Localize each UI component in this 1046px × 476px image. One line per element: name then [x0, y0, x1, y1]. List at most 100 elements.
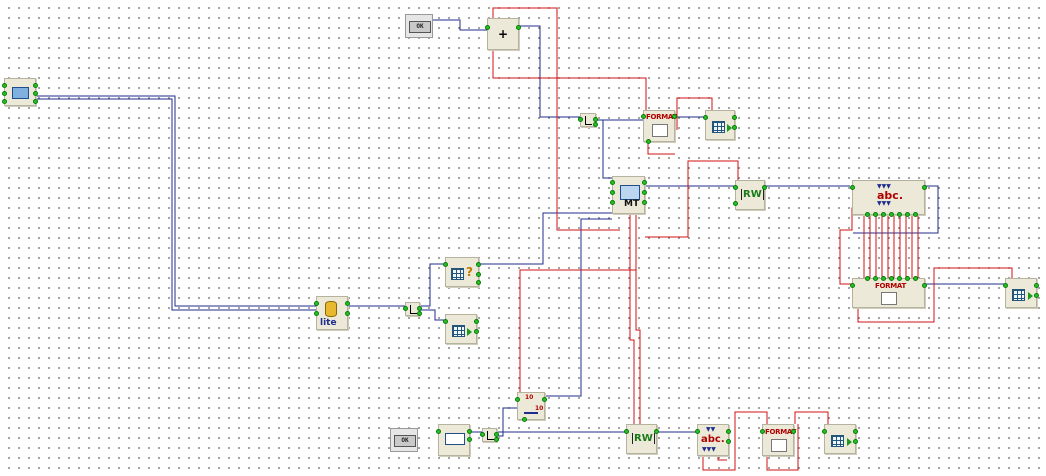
connection-port[interactable] [314, 301, 319, 306]
connection-port[interactable] [417, 306, 422, 311]
connection-port[interactable] [1034, 293, 1039, 298]
connection-port[interactable] [881, 212, 886, 217]
connection-port[interactable] [726, 439, 731, 444]
table-output-bottom[interactable] [822, 424, 858, 454]
connection-port[interactable] [695, 429, 700, 434]
table-output-top[interactable] [703, 110, 737, 140]
connection-port[interactable] [1003, 283, 1008, 288]
connection-port[interactable] [733, 185, 738, 190]
connection-port[interactable] [2, 91, 7, 96]
connection-port[interactable] [516, 25, 521, 30]
multi-table-node[interactable]: MT [610, 176, 647, 214]
connection-port[interactable] [593, 122, 598, 127]
abc-node-bottom[interactable]: ▼▼ abc. ▼▼▼ [695, 424, 731, 456]
query-node[interactable]: ? [443, 257, 481, 287]
connection-port[interactable] [480, 432, 485, 437]
connection-port[interactable] [642, 190, 647, 195]
connection-port[interactable] [897, 276, 902, 281]
connection-port[interactable] [314, 311, 319, 316]
connection-port[interactable] [913, 276, 918, 281]
connection-port[interactable] [646, 139, 651, 144]
connection-port[interactable] [853, 439, 858, 444]
connection-port[interactable] [578, 117, 583, 122]
split-node-mid[interactable] [403, 302, 422, 316]
connection-port[interactable] [791, 429, 796, 434]
connection-port[interactable] [467, 429, 472, 434]
connection-port[interactable] [913, 212, 918, 217]
connection-port[interactable] [922, 283, 927, 288]
window-node[interactable] [2, 78, 38, 106]
connection-port[interactable] [654, 429, 659, 434]
ok-button-bottom[interactable]: OK [390, 428, 418, 452]
connection-port[interactable] [2, 99, 7, 104]
connection-port[interactable] [642, 200, 647, 205]
connection-port[interactable] [641, 114, 646, 119]
connection-port[interactable] [703, 115, 708, 120]
connection-port[interactable] [494, 432, 499, 437]
sqlite-node[interactable]: lite [314, 296, 350, 330]
connection-port[interactable] [522, 417, 527, 422]
connection-port[interactable] [672, 114, 677, 119]
table-output-mid[interactable] [443, 314, 479, 344]
connection-port[interactable] [642, 180, 647, 185]
connection-port[interactable] [865, 212, 870, 217]
split-node-top[interactable] [578, 113, 598, 127]
rw-node-bottom[interactable]: RW [624, 424, 659, 454]
connection-port[interactable] [474, 319, 479, 324]
connection-port[interactable] [345, 301, 350, 306]
connection-port[interactable] [760, 429, 765, 434]
connection-port[interactable] [889, 276, 894, 281]
connection-port[interactable] [476, 262, 481, 267]
connection-port[interactable] [624, 429, 629, 434]
connection-port[interactable] [726, 429, 731, 434]
connection-port[interactable] [33, 83, 38, 88]
ok-button-top[interactable]: OK [405, 14, 433, 38]
connection-port[interactable] [345, 311, 350, 316]
connection-port[interactable] [610, 180, 615, 185]
format-node-right[interactable]: FORMAT [850, 276, 927, 308]
connection-port[interactable] [853, 429, 858, 434]
connection-port[interactable] [850, 283, 855, 288]
connection-port[interactable] [732, 125, 737, 130]
connection-port[interactable] [873, 276, 878, 281]
connection-port[interactable] [610, 190, 615, 195]
connection-port[interactable] [542, 397, 547, 402]
connection-port[interactable] [1034, 283, 1039, 288]
connection-port[interactable] [762, 185, 767, 190]
range-node[interactable]: 10 10 [515, 392, 547, 422]
connection-port[interactable] [494, 437, 499, 442]
connection-port[interactable] [485, 25, 490, 30]
format-node-top[interactable]: FORMAT [641, 110, 677, 144]
connection-port[interactable] [443, 319, 448, 324]
table-output-right[interactable] [1003, 278, 1039, 308]
connection-port[interactable] [33, 91, 38, 96]
connection-port[interactable] [905, 276, 910, 281]
connection-port[interactable] [593, 117, 598, 122]
connection-port[interactable] [905, 212, 910, 217]
connection-port[interactable] [474, 329, 479, 334]
connection-port[interactable] [436, 429, 441, 434]
connection-port[interactable] [897, 212, 902, 217]
connection-port[interactable] [443, 262, 448, 267]
connection-port[interactable] [881, 276, 886, 281]
input-dialog-node[interactable] [436, 424, 472, 456]
connection-port[interactable] [922, 185, 927, 190]
plus-node[interactable]: + [485, 18, 521, 50]
connection-port[interactable] [822, 429, 827, 434]
connection-port[interactable] [33, 99, 38, 104]
split-node-bottom[interactable] [480, 428, 499, 442]
connection-port[interactable] [467, 437, 472, 442]
format-node-bottom[interactable]: FORMAT [760, 424, 796, 456]
connection-port[interactable] [476, 272, 481, 277]
connection-port[interactable] [865, 276, 870, 281]
abc-node-right[interactable]: abc. ▼▼▼ ▼▼▼ [850, 180, 927, 217]
connection-port[interactable] [417, 311, 422, 316]
connection-port[interactable] [733, 201, 738, 206]
connection-port[interactable] [732, 115, 737, 120]
connection-port[interactable] [873, 212, 878, 217]
connection-port[interactable] [2, 83, 7, 88]
connection-port[interactable] [403, 306, 408, 311]
connection-port[interactable] [850, 185, 855, 190]
connection-port[interactable] [610, 200, 615, 205]
